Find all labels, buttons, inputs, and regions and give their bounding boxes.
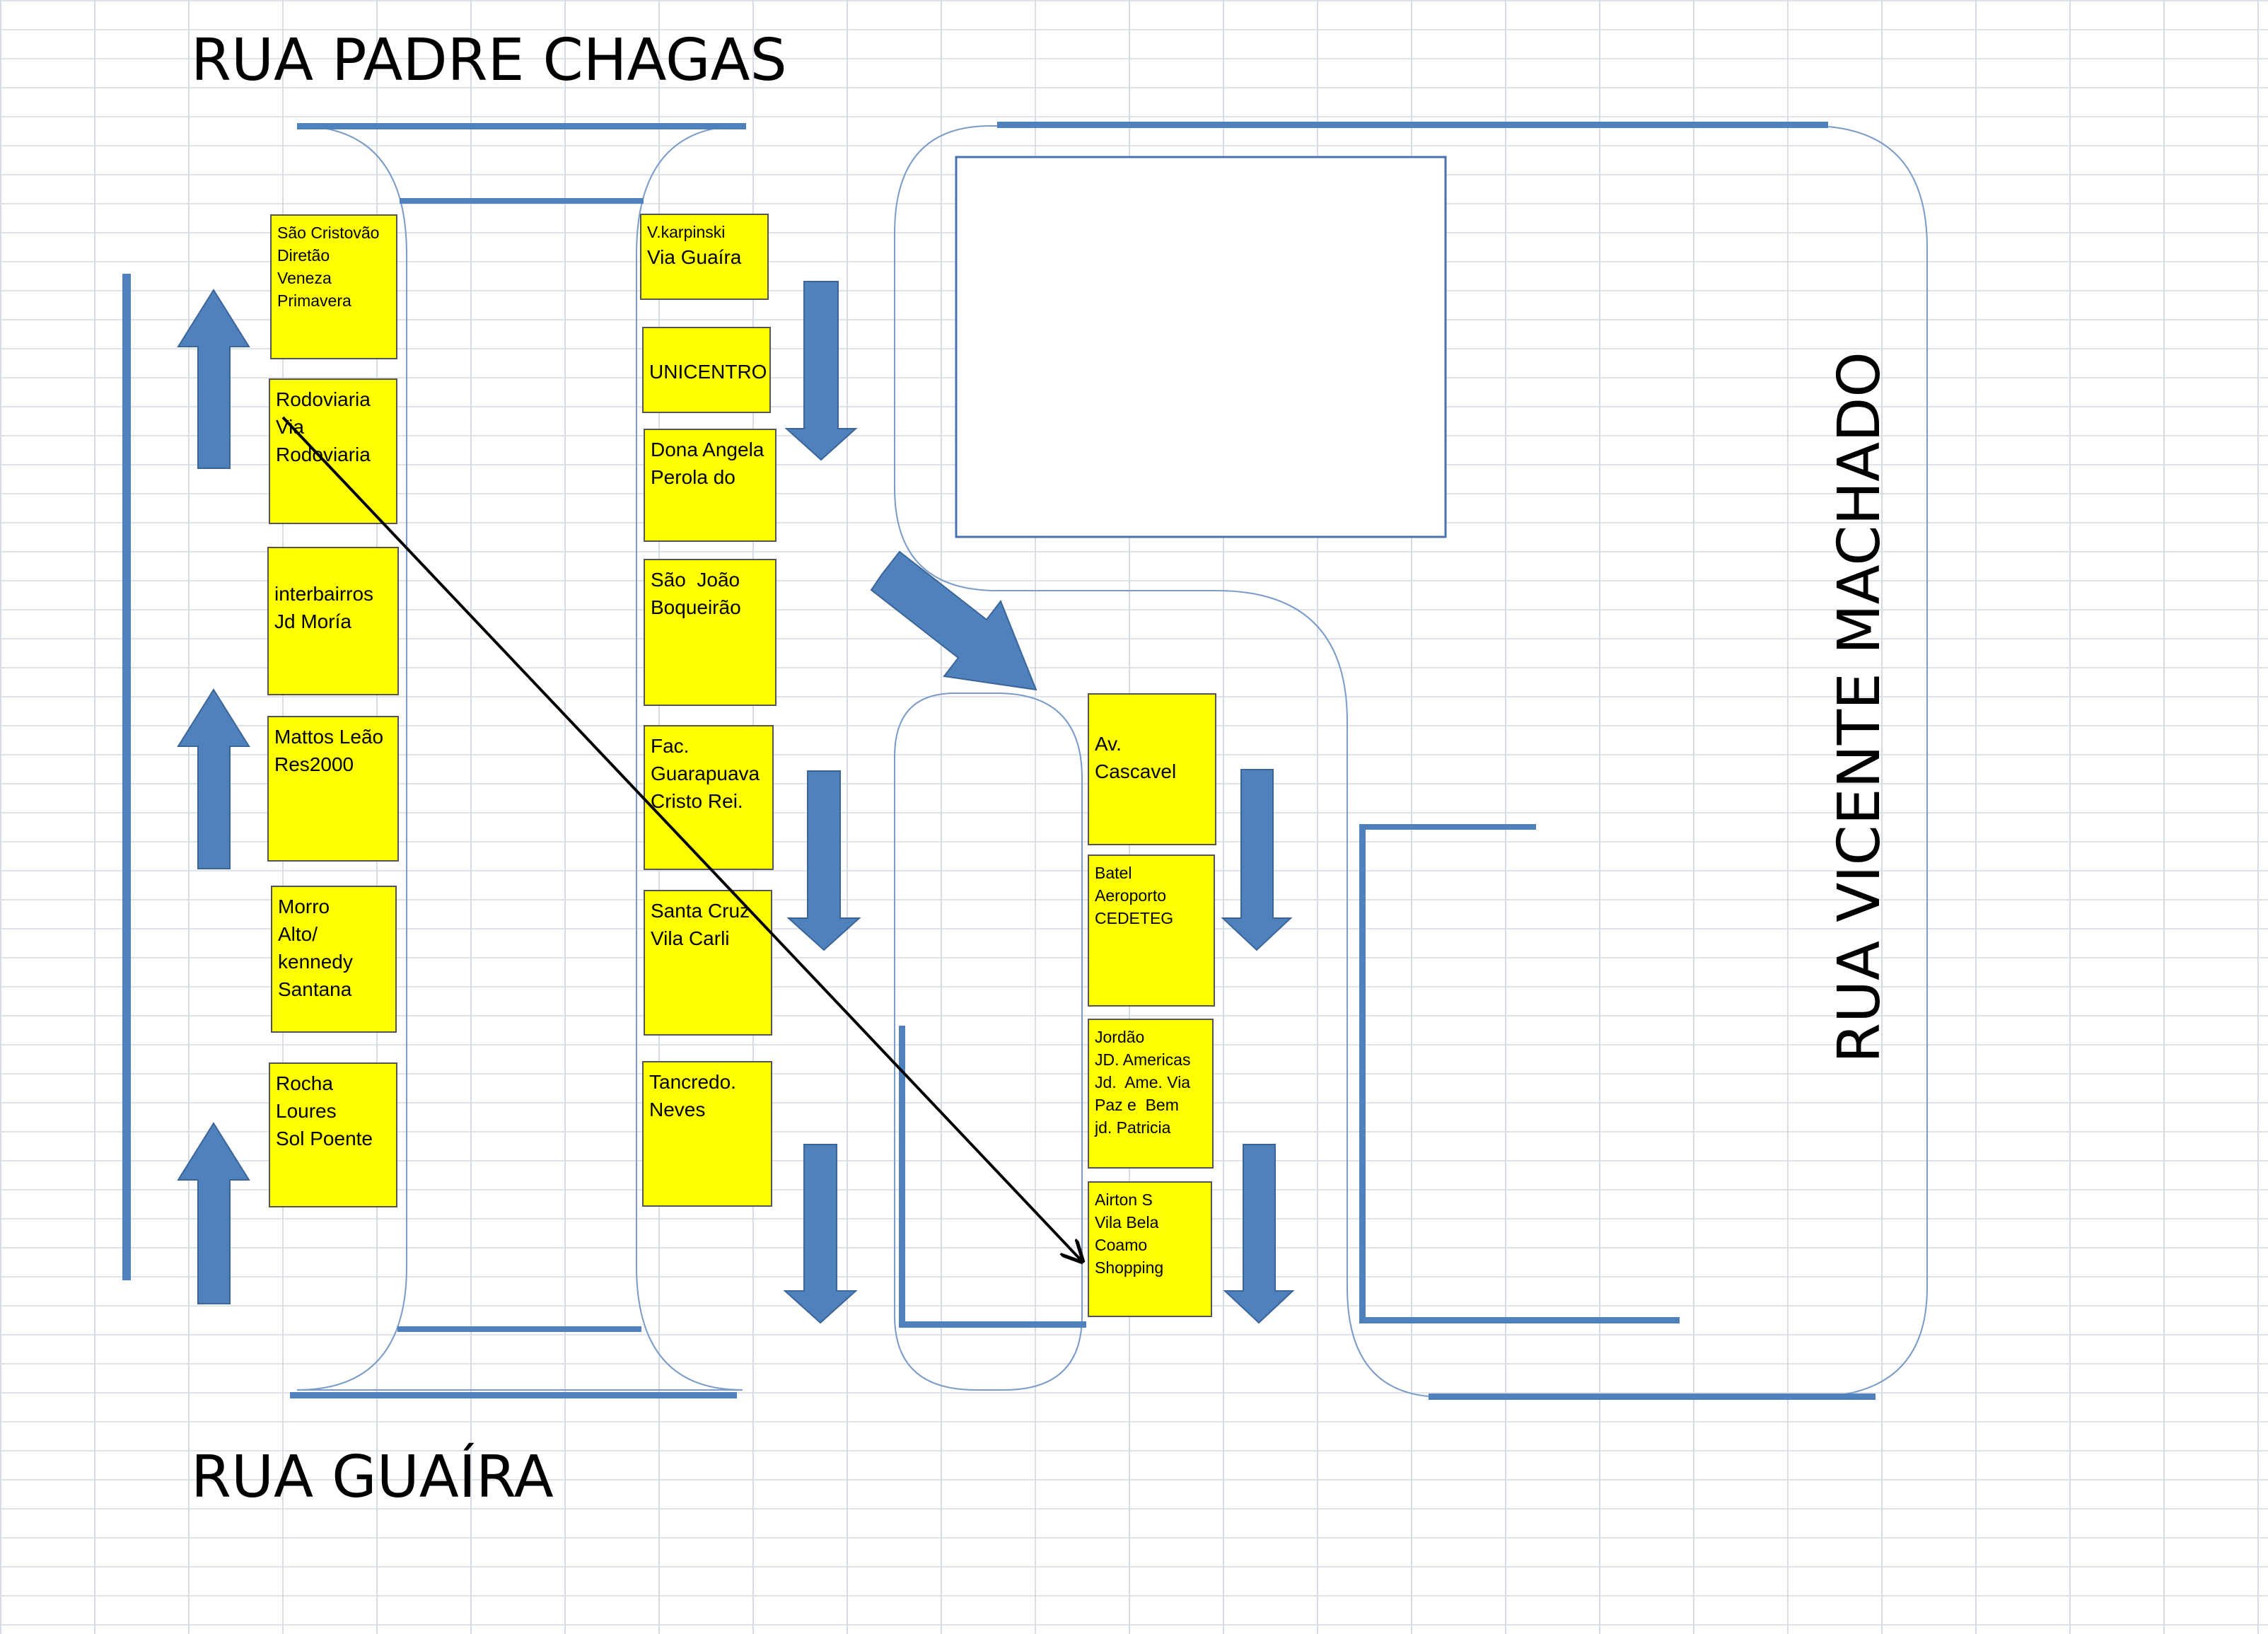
stop-line: Jordão: [1095, 1028, 1145, 1046]
stop-batel: Batel Aeroporto CEDETEG: [1088, 854, 1215, 1007]
stop-line: CEDETEG: [1095, 909, 1174, 927]
stop-interbairros: interbairros Jd Moría: [267, 547, 399, 695]
stop-jordao: Jordão JD. Americas Jd. Ame. Via Paz e B…: [1088, 1019, 1214, 1169]
stop-line: Veneza: [277, 269, 332, 287]
stop-morro-alto: Morro Alto/ kennedy Santana: [271, 886, 397, 1033]
stop-line: Av.: [1095, 733, 1122, 755]
building-box: [955, 156, 1447, 538]
stop-line: Vila Carli: [651, 927, 730, 949]
platform-island-outline: [894, 693, 1083, 1391]
arrow-down-5: [1223, 1144, 1295, 1324]
stop-line: Diretão: [277, 246, 330, 265]
stop-line: Via Guaíra: [647, 246, 742, 268]
stop-line: Rocha: [276, 1072, 333, 1094]
stop-line: Alto/: [278, 923, 318, 945]
stop-av-cascavel: Av. Cascavel: [1088, 693, 1216, 845]
stop-line: Cristo Rei.: [651, 790, 743, 812]
stop-line: São Cristovão: [277, 224, 380, 242]
stop-sao-joao: São João Boqueirão: [644, 559, 777, 706]
street-label-right: RUA VICENTE MACHADO: [1826, 352, 1893, 1063]
arrow-up-3: [177, 1122, 250, 1304]
stop-line: Coamo: [1095, 1236, 1148, 1254]
arrow-down-2: [786, 770, 861, 951]
street-label-top: RUA PADRE CHAGAS: [191, 27, 787, 94]
stop-line: Vila Bela: [1095, 1213, 1159, 1232]
stop-line: interbairros: [274, 583, 374, 605]
stop-dona-angela: Dona Angela Perola do: [644, 429, 777, 542]
stop-line: Jd. Ame. Via: [1095, 1073, 1191, 1091]
stop-line: Cascavel: [1095, 760, 1177, 782]
stop-santa-cruz: Santa Cruz Vila Carli: [644, 890, 772, 1036]
stop-line: jd. Patricia: [1095, 1118, 1171, 1137]
platform-left-outline: [296, 125, 743, 1391]
street-label-bottom: RUA GUAÍRA: [191, 1444, 554, 1511]
stop-line: Via: [276, 416, 304, 438]
stop-sao-cristovao: São Cristovão Diretão Veneza Primavera: [270, 214, 397, 359]
stop-line: Boqueirão: [651, 596, 741, 618]
stop-line: Perola do: [651, 466, 735, 488]
stop-line: Neves: [649, 1099, 706, 1120]
stop-line: Sol Poente: [276, 1128, 373, 1149]
arrow-diagonal: [870, 550, 1037, 691]
stop-rodoviaria: Rodoviaria Via Rodoviaria: [269, 378, 397, 524]
stop-line: Batel: [1095, 864, 1132, 882]
stop-line: V.karpinski: [647, 223, 726, 241]
stop-line: Santana: [278, 978, 352, 1000]
stop-line: Primavera: [277, 291, 351, 310]
stop-line: São João: [651, 569, 740, 591]
stop-line: Mattos Leão: [274, 726, 384, 748]
arrow-down-1: [784, 281, 858, 461]
arrow-up-2: [177, 688, 250, 869]
stop-line: Tancredo.: [649, 1071, 736, 1093]
stop-line: Paz e Bem: [1095, 1096, 1179, 1114]
stop-line: Guarapuava: [651, 763, 760, 784]
stop-line: kennedy: [278, 951, 353, 973]
stop-line: Santa Cruz: [651, 900, 750, 922]
stop-line: Aeroporto: [1095, 886, 1167, 905]
stop-line: Fac.: [651, 735, 690, 757]
stop-line: Dona Angela: [651, 439, 764, 460]
stop-mattos-leao: Mattos Leão Res2000: [267, 716, 399, 862]
arrow-down-3: [783, 1144, 858, 1324]
stop-line: Jd Moría: [274, 610, 351, 632]
stop-line: Morro: [278, 896, 330, 917]
stop-line: Res2000: [274, 753, 354, 775]
stop-line: JD. Americas: [1095, 1050, 1191, 1069]
stop-line: Rodoviaria: [276, 388, 371, 410]
stop-v-karpinski: V.karpinski Via Guaíra: [640, 214, 769, 300]
stop-line: UNICENTRO: [649, 361, 767, 383]
stop-unicentro: UNICENTRO: [642, 327, 771, 413]
arrow-down-4: [1221, 769, 1293, 951]
stop-fac-guarapuava: Fac. Guarapuava Cristo Rei.: [644, 725, 774, 870]
stop-rocha-loures: Rocha Loures Sol Poente: [269, 1062, 397, 1207]
stop-line: Airton S: [1095, 1190, 1153, 1209]
stop-line: Rodoviaria: [276, 444, 371, 465]
stop-airton: Airton S Vila Bela Coamo Shopping: [1088, 1181, 1212, 1317]
stop-line: Shopping: [1095, 1258, 1164, 1277]
stop-tancredo: Tancredo. Neves: [642, 1061, 772, 1207]
arrow-up-1: [177, 289, 250, 469]
stop-line: Loures: [276, 1100, 337, 1122]
